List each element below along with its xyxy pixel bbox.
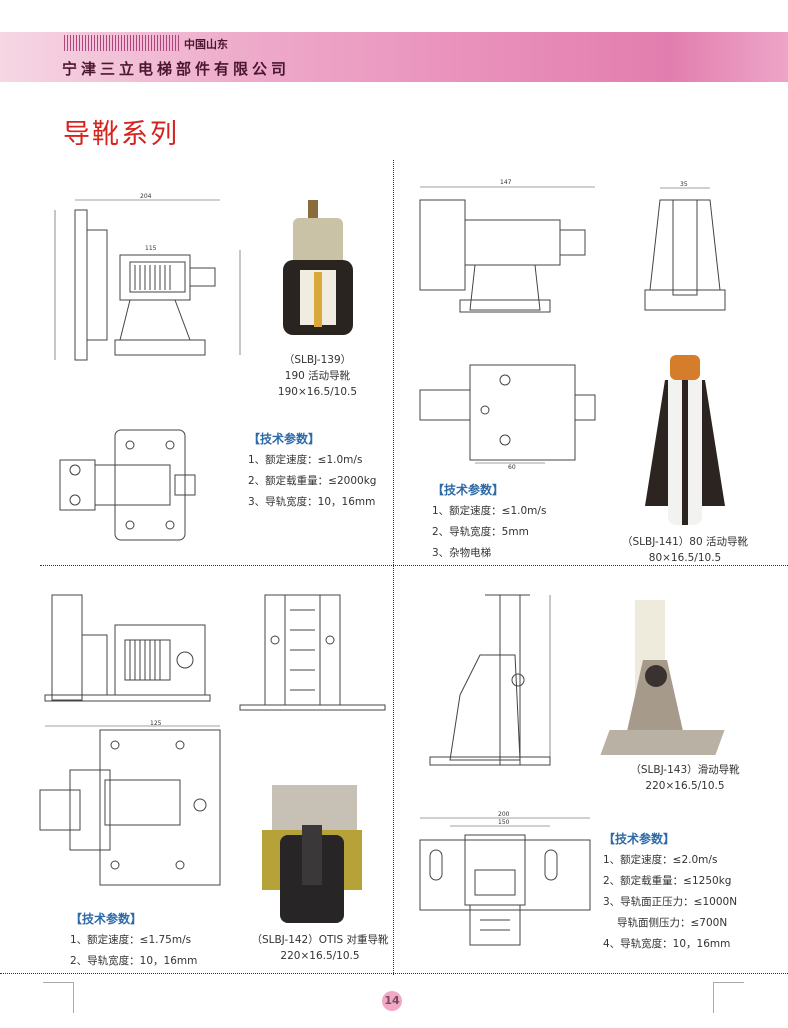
spec-item: 2、额定载重量：≤2000kg (248, 475, 377, 487)
dim-label: 204 (140, 193, 152, 200)
spec-item: 1、额定速度：≤2.0m/s (603, 854, 718, 866)
spec-item: 4、导轨宽度：10，16mm (603, 938, 731, 950)
dim-label: 35 (680, 181, 688, 188)
drawing-slbj143-side (429, 594, 551, 766)
spec-item: 3、导轨面正压力：≤1000N (603, 896, 738, 908)
dim-label: 115 (145, 245, 157, 252)
spec-item: 3、杂物电梯 (432, 547, 492, 559)
drawing-slbj142-top: 125 (39, 720, 221, 886)
spec-item: 导轨面侧压力：≤700N (617, 917, 728, 929)
specs-slbj143: 【技术参数】 1、额定速度：≤2.0m/s 2、额定载重量：≤1250kg 3、… (603, 828, 737, 955)
drawing-slbj142-side (44, 594, 211, 702)
caption-slbj143: （SLBJ-143）滑动导靴 220×16.5/10.5 (610, 762, 760, 794)
vertical-divider (393, 160, 394, 975)
page-title: 导靴系列 (63, 119, 179, 150)
model-code: （SLBJ-142）OTIS 对重导靴 (251, 934, 389, 946)
photo-slbj139 (278, 200, 358, 340)
model-code: （SLBJ-143）滑动导靴 (630, 764, 740, 776)
bottom-divider (0, 973, 788, 974)
caption-slbj139: （SLBJ-139） 190 活动导靴 190×16.5/10.5 (255, 352, 380, 400)
specs-heading: 【技术参数】 (70, 912, 143, 926)
crop-mark (43, 982, 74, 1013)
spec-item: 1、额定速度：≤1.0m/s (432, 505, 547, 517)
specs-slbj142: 【技术参数】 1、额定速度：≤1.75m/s 2、导轨宽度：10，16mm (70, 908, 197, 972)
spec-item: 1、额定速度：≤1.0m/s (248, 454, 363, 466)
model-size: 190×16.5/10.5 (277, 386, 358, 398)
dim-label: 200 (498, 811, 510, 818)
company-name: 宁津三立电梯部件有限公司 (62, 60, 291, 78)
dim-label: 60 (508, 464, 516, 470)
crop-mark (713, 982, 744, 1013)
drawing-slbj141-top: 60 (419, 364, 596, 470)
model-code: （SLBJ-141）80 活动导靴 (622, 536, 748, 548)
model-size: 220×16.5/10.5 (280, 950, 360, 962)
dim-label: 125 (150, 720, 162, 727)
photo-slbj143 (600, 600, 725, 760)
spec-item: 2、额定载重量：≤1250kg (603, 875, 732, 887)
drawing-slbj143-top: 200 150 (419, 811, 591, 946)
photo-slbj142 (262, 785, 362, 925)
spec-item: 2、导轨宽度：5mm (432, 526, 529, 538)
spec-item: 2、导轨宽度：10，16mm (70, 955, 198, 967)
caption-slbj141: （SLBJ-141）80 活动导靴 80×16.5/10.5 (610, 534, 760, 566)
specs-heading: 【技术参数】 (603, 832, 676, 846)
dim-label: 150 (498, 819, 510, 826)
photo-slbj141 (640, 355, 730, 525)
drawing-slbj139-side: 204 115 (54, 193, 241, 361)
header-stripes (64, 35, 180, 51)
model-size: 220×16.5/10.5 (645, 780, 725, 792)
model-code: （SLBJ-139） (283, 354, 352, 366)
drawing-slbj142-front (239, 594, 386, 711)
drawing-slbj141-front: 35 (644, 181, 726, 311)
dim-label: 147 (500, 179, 512, 186)
model-size: 80×16.5/10.5 (648, 552, 722, 564)
page-number: 14 (382, 991, 402, 1011)
drawing-slbj139-top (59, 429, 196, 541)
drawing-slbj141-side: 147 (419, 179, 595, 313)
specs-slbj141: 【技术参数】 1、额定速度：≤1.0m/s 2、导轨宽度：5mm 3、杂物电梯 (432, 479, 546, 564)
specs-heading: 【技术参数】 (432, 483, 505, 497)
specs-heading: 【技术参数】 (248, 432, 321, 446)
model-name: 190 活动导靴 (284, 370, 351, 382)
spec-item: 1、额定速度：≤1.75m/s (70, 934, 192, 946)
specs-slbj139: 【技术参数】 1、额定速度：≤1.0m/s 2、额定载重量：≤2000kg 3、… (248, 428, 376, 513)
caption-slbj142: （SLBJ-142）OTIS 对重导靴 220×16.5/10.5 (245, 932, 395, 964)
header-region: 中国山东 (184, 38, 228, 51)
spec-item: 3、导轨宽度：10，16mm (248, 496, 376, 508)
horizontal-divider (40, 565, 788, 566)
